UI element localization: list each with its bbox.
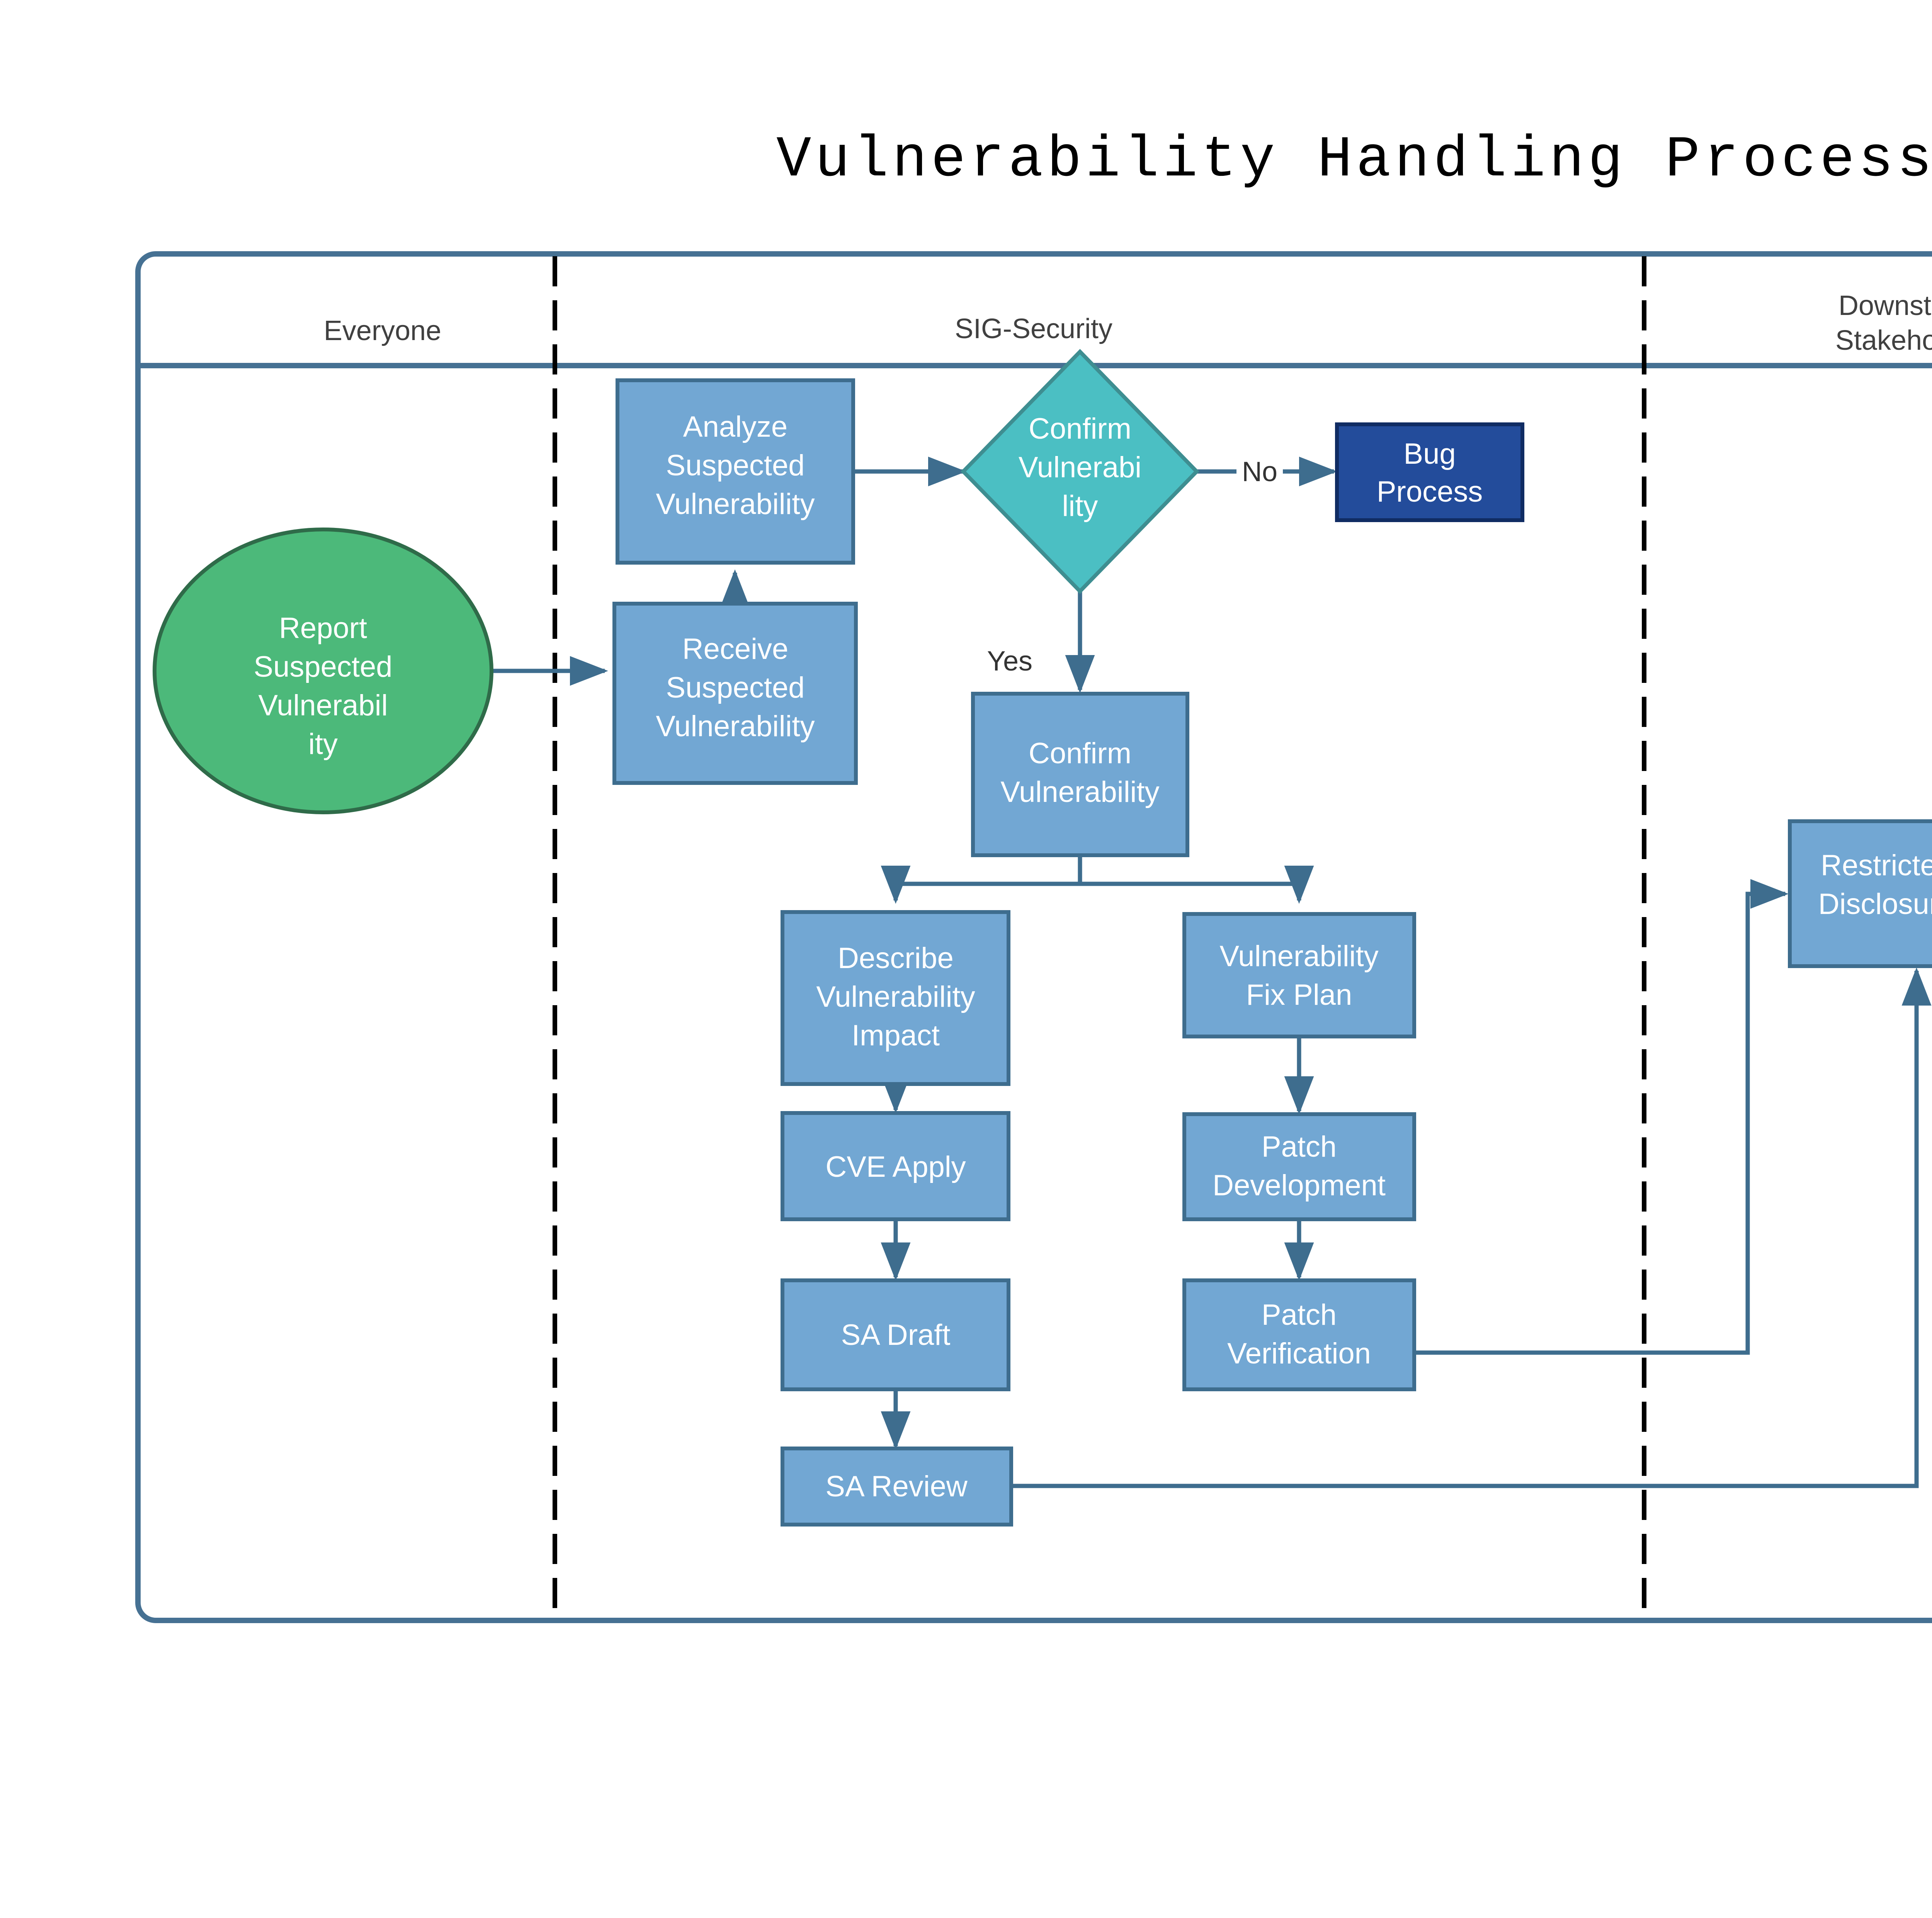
edge-label-yes: Yes — [987, 646, 1032, 677]
bug-process-label-line1: Bug — [1403, 437, 1456, 470]
describe-impact-label-line2: Vulnerability — [816, 980, 975, 1013]
report-label-line1: Report — [279, 612, 367, 645]
patch-verification-label-line1: Patch — [1262, 1299, 1337, 1331]
analyze-label-line2: Suspected — [666, 449, 804, 482]
node-bug-process[interactable]: Bug Process — [1335, 422, 1524, 522]
confirm-vulnerability-label-line1: Confirm — [1029, 737, 1131, 770]
patch-verification-box-shape[interactable] — [1182, 1278, 1416, 1391]
report-label-line3: Vulnerabil — [258, 689, 388, 722]
describe-impact-label-line3: Impact — [852, 1019, 940, 1052]
lane-title-sig-security: SIG-Security — [955, 313, 1112, 344]
bug-process-label-line2: Process — [1377, 475, 1483, 508]
sa-review-box-shape[interactable] — [781, 1447, 1013, 1527]
lane-title-downstream-line2: Stakeholders — [1835, 325, 1932, 356]
describe-impact-label-line1: Describe — [838, 942, 954, 975]
fix-plan-label-line1: Vulnerability — [1219, 940, 1378, 973]
confirm-vulnerability-label-line2: Vulnerability — [1000, 776, 1159, 808]
analyze-label-line1: Analyze — [683, 410, 787, 443]
restricted-disclosure-label-line2: Disclosure — [1818, 888, 1932, 921]
cve-apply-box-shape[interactable] — [781, 1111, 1010, 1221]
patch-development-box-shape[interactable] — [1182, 1112, 1416, 1221]
decision-label-line1: Confirm — [1029, 412, 1131, 445]
node-vulnerability-fix-plan[interactable]: Vulnerability Fix Plan — [1182, 912, 1416, 1038]
report-ellipse-shape[interactable] — [153, 528, 493, 814]
edge-sa-review-to-restricted-disclosure — [1011, 967, 1932, 1488]
analyze-box-shape[interactable] — [616, 378, 855, 565]
analyze-label-line3: Vulnerability — [656, 488, 815, 521]
node-patch-verification[interactable]: Patch Verification — [1182, 1278, 1416, 1391]
fix-plan-box-shape[interactable] — [1182, 912, 1416, 1038]
edge-label-no: No — [1242, 456, 1277, 487]
receive-label-line1: Receive — [682, 633, 789, 665]
decision-label-line3: lity — [1062, 490, 1098, 522]
node-confirm-vulnerability[interactable]: Confirm Vulnerability — [971, 692, 1189, 857]
node-sa-draft[interactable]: SA Draft — [781, 1278, 1010, 1391]
lane-title-downstream-line1: Downstream — [1838, 290, 1932, 321]
receive-label-line3: Vulnerability — [656, 710, 815, 743]
node-describe-vulnerability-impact[interactable]: Describe Vulnerability Impact — [781, 910, 1010, 1086]
node-sa-review[interactable]: SA Review — [781, 1447, 1013, 1527]
sa-draft-box-shape[interactable] — [781, 1278, 1010, 1391]
receive-box-shape[interactable] — [612, 602, 858, 785]
node-confirm-vulnerability-decision[interactable]: Confirm Vulnerabi lity — [961, 349, 1199, 594]
node-patch-development[interactable]: Patch Development — [1182, 1112, 1416, 1221]
sa-draft-label: SA Draft — [841, 1319, 951, 1351]
restricted-disclosure-box-shape[interactable] — [1788, 819, 1932, 968]
edge-patch-verification-to-restricted-disclosure — [1416, 879, 1789, 1355]
swimlane-frame — [135, 251, 1932, 1623]
describe-impact-box-shape[interactable] — [781, 910, 1010, 1086]
lane-title-everyone-left: Everyone — [324, 315, 441, 346]
receive-label-line2: Suspected — [666, 671, 804, 704]
node-receive-suspected-vulnerability[interactable]: Receive Suspected Vulnerability — [612, 602, 858, 785]
page-title: Vulnerability Handling Process — [776, 128, 1932, 193]
bug-process-box-shape[interactable] — [1335, 422, 1524, 522]
sa-review-label: SA Review — [825, 1470, 968, 1503]
cve-apply-label: CVE Apply — [825, 1150, 966, 1183]
edge-confirm-to-fix-plan — [1078, 855, 1314, 904]
fix-plan-label-line2: Fix Plan — [1246, 979, 1352, 1011]
node-cve-apply[interactable]: CVE Apply — [781, 1111, 1010, 1221]
patch-verification-label-line2: Verification — [1227, 1337, 1371, 1370]
edge-confirm-to-describe-impact — [881, 855, 1082, 904]
decision-label-line2: Vulnerabi — [1019, 451, 1141, 484]
patch-development-label-line1: Patch — [1262, 1130, 1337, 1163]
restricted-disclosure-label-line1: Restricted — [1821, 849, 1932, 882]
report-label-line2: Suspected — [253, 650, 392, 683]
report-label-line4: ity — [308, 728, 338, 761]
node-report-suspected-vulnerability[interactable]: Report Suspected Vulnerabil ity — [153, 528, 493, 814]
patch-development-label-line2: Development — [1213, 1169, 1386, 1202]
node-restricted-disclosure[interactable]: Restricted Disclosure — [1788, 819, 1932, 968]
decision-diamond-shape[interactable] — [961, 349, 1199, 594]
node-analyze-suspected-vulnerability[interactable]: Analyze Suspected Vulnerability — [616, 378, 855, 565]
confirm-vulnerability-box-shape[interactable] — [971, 692, 1189, 857]
